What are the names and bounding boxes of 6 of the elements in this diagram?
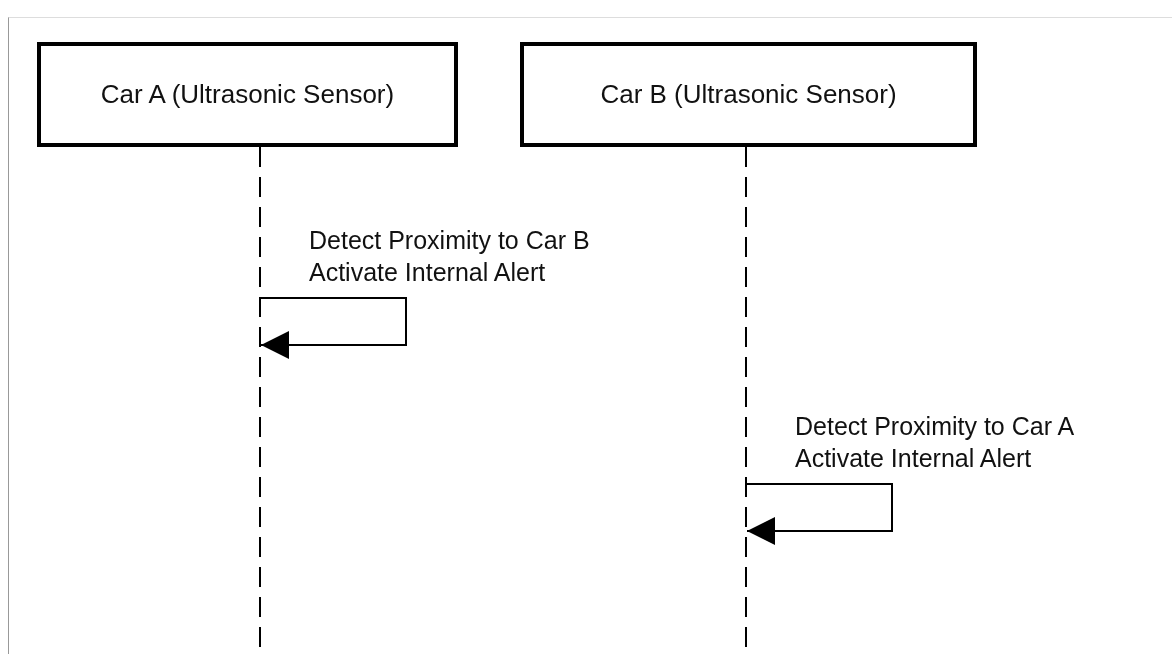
participant-box (520, 42, 977, 147)
participant-name: Car A (Ultrasonic Sensor) (100, 79, 395, 110)
self-message-arrow (260, 297, 407, 359)
participant-name: Car B (Ultrasonic Sensor) (600, 79, 897, 110)
participant-box (37, 42, 458, 147)
self-message-arrow (746, 483, 893, 545)
